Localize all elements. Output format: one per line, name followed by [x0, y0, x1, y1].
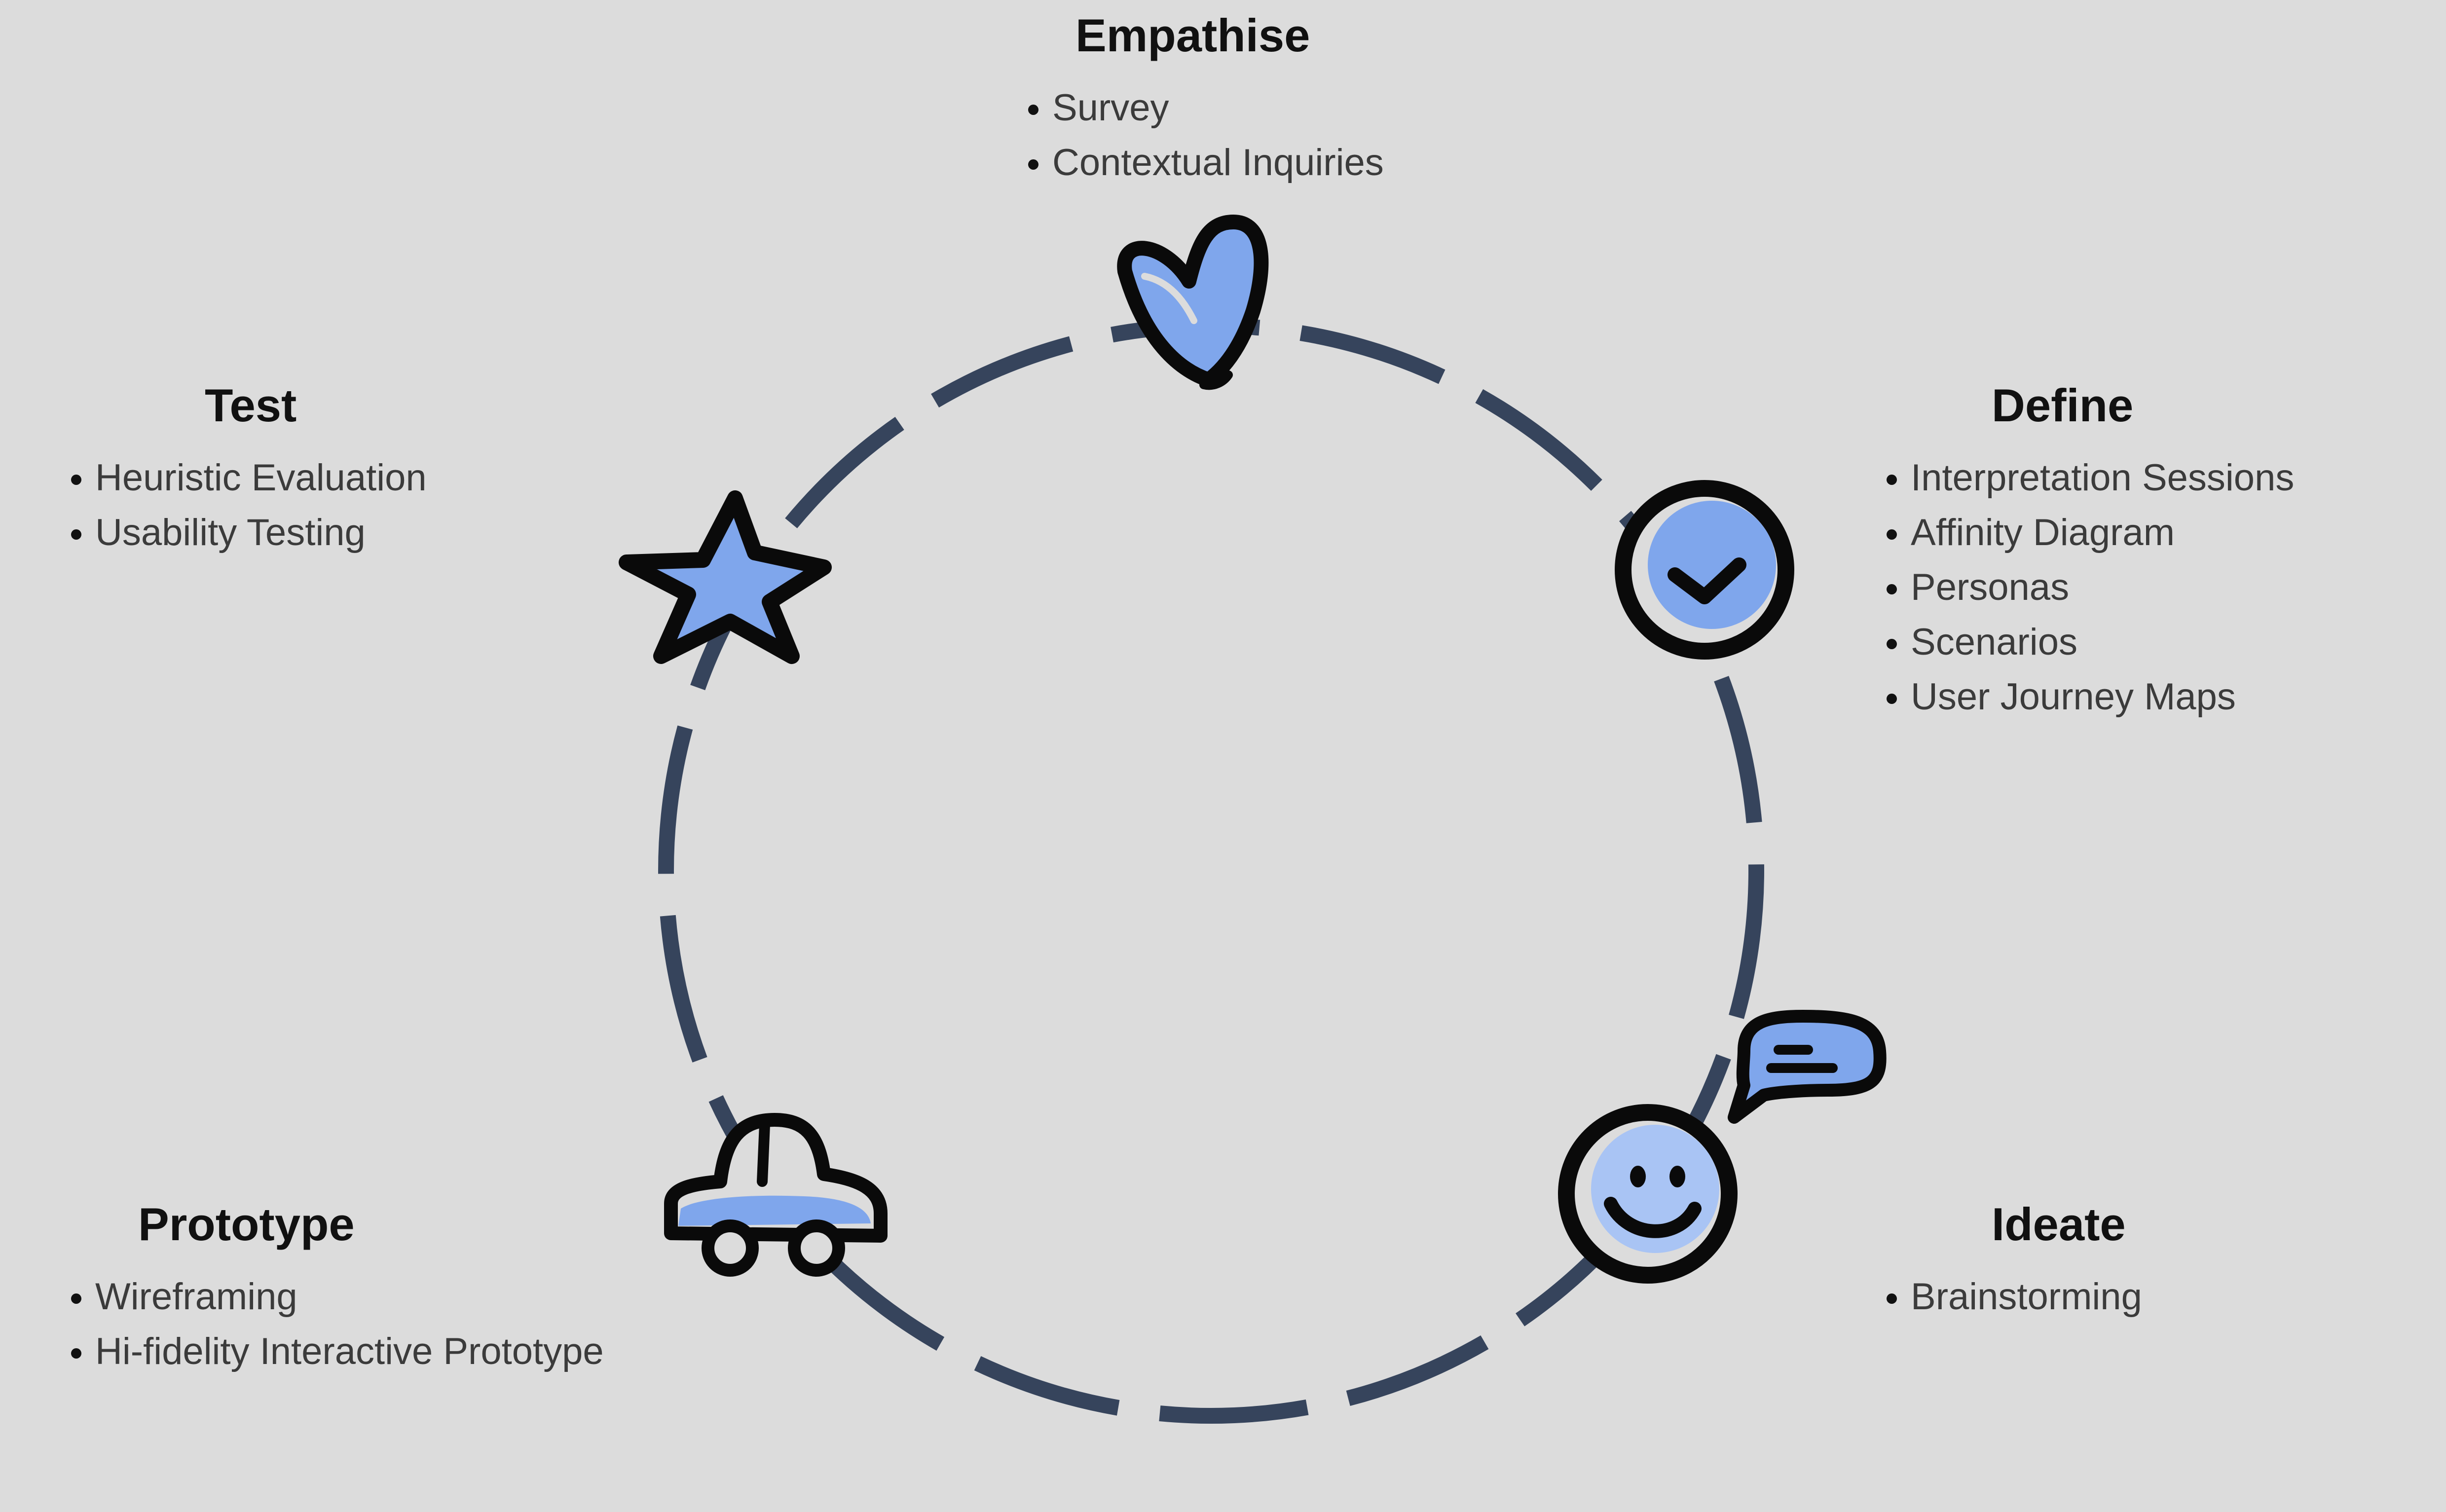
stage-title-test: Test [205, 379, 297, 431]
stage-title-ideate: Ideate [1992, 1198, 2126, 1250]
list-item: Survey [1052, 80, 1384, 135]
stage-empathise: Empathise Survey Contextual Inquiries [1006, 10, 1384, 190]
stage-list-ideate: Brainstorming [1865, 1269, 2142, 1324]
list-item: Contextual Inquiries [1052, 135, 1384, 190]
stage-define: Define Interpretation Sessions Affinity … [1865, 380, 2294, 724]
heart-icon [1117, 215, 1269, 390]
list-item: User Journey Maps [1911, 669, 2294, 724]
list-item: Interpretation Sessions [1911, 450, 2294, 505]
stage-list-empathise: Survey Contextual Inquiries [1006, 80, 1384, 190]
stage-list-test: Heuristic Evaluation Usability Testing [49, 450, 427, 560]
clock-check-icon [1615, 480, 1794, 660]
smiley-speech-bubble-icon [1558, 1010, 1887, 1284]
list-item: Affinity Diagram [1911, 505, 2294, 560]
speech-bubble-icon [1728, 1010, 1887, 1124]
list-item: Hi-fidelity Interactive Prototype [95, 1324, 604, 1379]
stage-prototype: Prototype Wireframing Hi-fidelity Intera… [49, 1199, 604, 1379]
list-item: Heuristic Evaluation [95, 450, 427, 505]
list-item: Brainstorming [1911, 1269, 2142, 1324]
list-item: Usability Testing [95, 505, 427, 560]
list-item: Wireframing [95, 1269, 604, 1324]
stage-list-define: Interpretation Sessions Affinity Diagram… [1865, 450, 2294, 724]
stage-test: Test Heuristic Evaluation Usability Test… [49, 380, 427, 560]
star-icon [619, 490, 832, 664]
list-item: Scenarios [1911, 615, 2294, 669]
stage-title-prototype: Prototype [138, 1198, 355, 1250]
stage-list-prototype: Wireframing Hi-fidelity Interactive Prot… [49, 1269, 604, 1379]
stage-title-define: Define [1992, 379, 2134, 431]
car-icon [664, 1113, 888, 1277]
stage-title-empathise: Empathise [1075, 9, 1310, 61]
list-item: Personas [1911, 560, 2294, 615]
stage-ideate: Ideate Brainstorming [1865, 1199, 2142, 1324]
